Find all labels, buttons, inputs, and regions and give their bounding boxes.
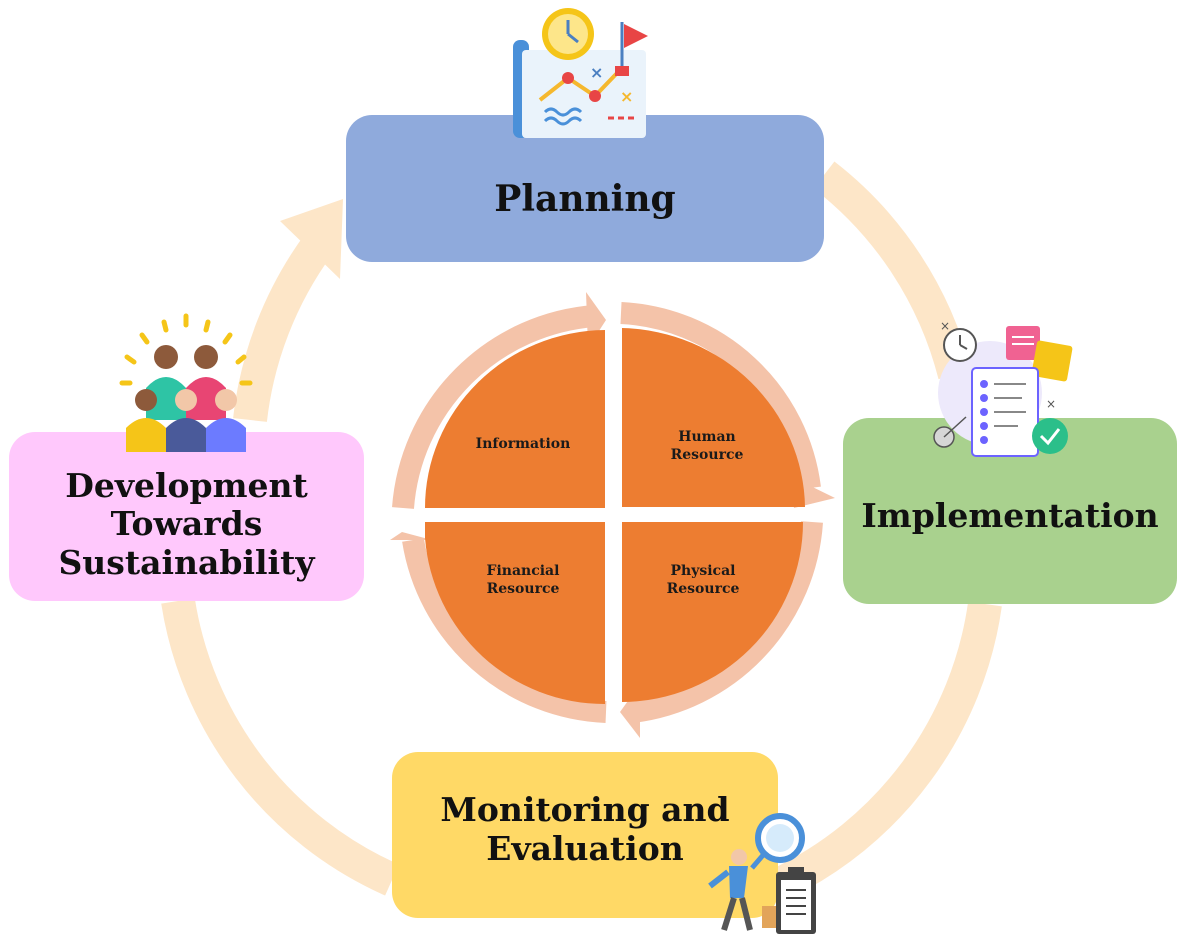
ring-arc-bottom-left xyxy=(402,538,607,723)
stage-development-line3: Sustainability xyxy=(58,542,315,582)
svg-text:×: × xyxy=(590,63,603,82)
stage-monitoring-line2: Evaluation xyxy=(486,829,684,868)
label-human-resource: Human Resource xyxy=(637,428,777,464)
stage-implementation-title: Implementation xyxy=(861,495,1159,535)
stage-development-line2: Towards xyxy=(110,504,263,544)
quadrant-physical-resource xyxy=(622,522,803,702)
quadrant-information xyxy=(425,330,605,508)
svg-text:×: × xyxy=(940,319,950,333)
stage-monitoring-line1: Monitoring and xyxy=(440,790,730,830)
ring-arc-top-left xyxy=(392,305,596,509)
cycle-arc-impl-to-monitor xyxy=(770,601,1002,901)
label-financial-line1: Financial xyxy=(486,563,560,579)
stage-monitoring-evaluation: Monitoring and Evaluation xyxy=(392,752,778,918)
cycle-arc-dev-to-planning xyxy=(233,234,332,423)
stage-planning: Planning xyxy=(346,115,824,262)
label-physical-line2: Resource xyxy=(666,581,740,597)
stage-development: Development Towards Sustainability xyxy=(9,432,364,601)
stage-development-line1: Development xyxy=(65,465,308,505)
label-human-line1: Human xyxy=(678,429,736,445)
quadrant-financial-resource xyxy=(425,522,605,705)
ring-arrowhead-left xyxy=(390,532,432,540)
label-information-text: Information xyxy=(475,436,571,452)
cycle-arrowhead-planning xyxy=(280,199,343,279)
svg-text:×: × xyxy=(620,87,633,106)
label-financial-resource: Financial Resource xyxy=(453,562,593,598)
ring-arc-bottom-right xyxy=(630,521,823,723)
label-physical-resource: Physical Resource xyxy=(633,562,773,598)
cycle-arc-monitor-to-dev xyxy=(161,598,399,896)
label-human-line2: Resource xyxy=(670,447,744,463)
label-financial-line2: Resource xyxy=(486,581,560,597)
svg-text:×: × xyxy=(1046,397,1056,411)
quadrant-human-resource xyxy=(622,328,805,507)
ring-arc-top-right xyxy=(620,302,821,490)
stage-planning-title: Planning xyxy=(494,178,676,221)
label-information: Information xyxy=(453,435,593,453)
label-physical-line1: Physical xyxy=(670,563,736,579)
